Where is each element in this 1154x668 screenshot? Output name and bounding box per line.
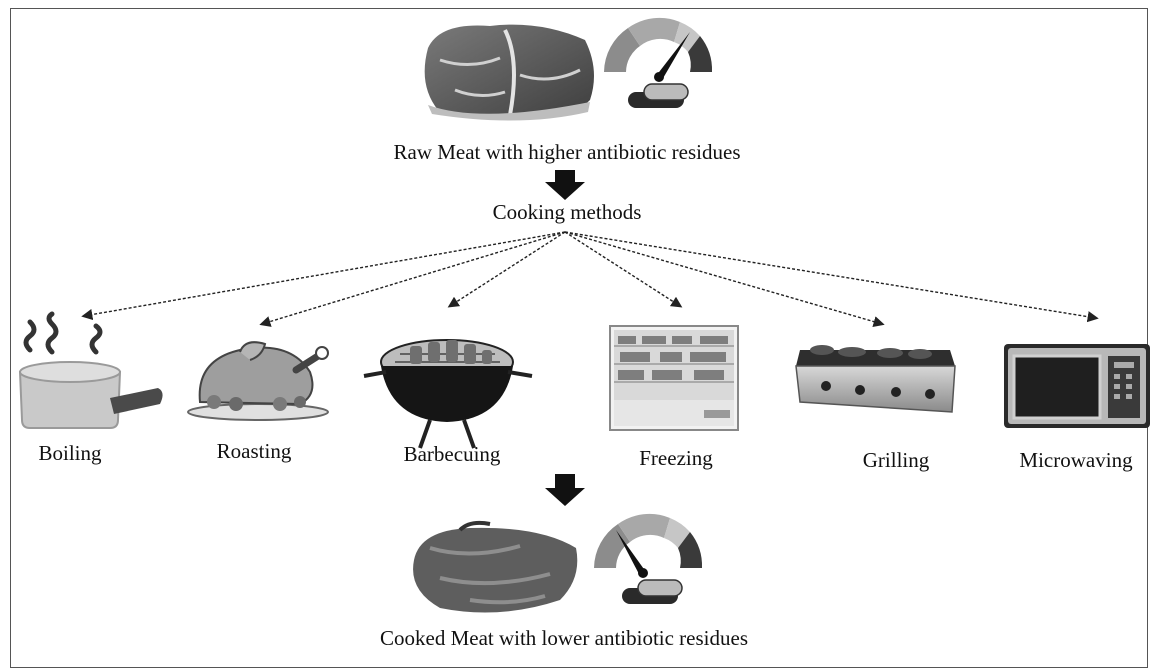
down-arrow-1 [545,170,585,200]
griddle-grill-icon [796,345,955,412]
method-label-barbecuing: Barbecuing [404,444,501,465]
microwave-oven-icon [1004,344,1150,428]
method-label-boiling: Boiling [38,443,101,464]
freezer-display-icon [610,326,738,430]
method-label-grilling: Grilling [863,450,930,471]
barbecue-grill-icon [364,340,532,448]
boiling-pot-icon [20,314,163,428]
branch-arrows [84,232,1096,324]
bottom-caption: Cooked Meat with lower antibiotic residu… [380,628,748,649]
method-label-roasting: Roasting [217,441,292,462]
top-caption: Raw Meat with higher antibiotic residues [393,142,740,163]
raw-meat-icon [425,25,594,121]
roast-chicken-icon [188,342,328,420]
cooking-diagram [0,0,1154,654]
method-label-freezing: Freezing [639,448,712,469]
method-label-microwaving: Microwaving [1019,450,1132,471]
residue-gauge-icon-raw [604,18,712,108]
cooked-meat-icon [413,523,577,613]
down-arrow-2 [545,474,585,506]
residue-gauge-icon-cooked [594,514,702,604]
middle-caption: Cooking methods [493,202,642,223]
